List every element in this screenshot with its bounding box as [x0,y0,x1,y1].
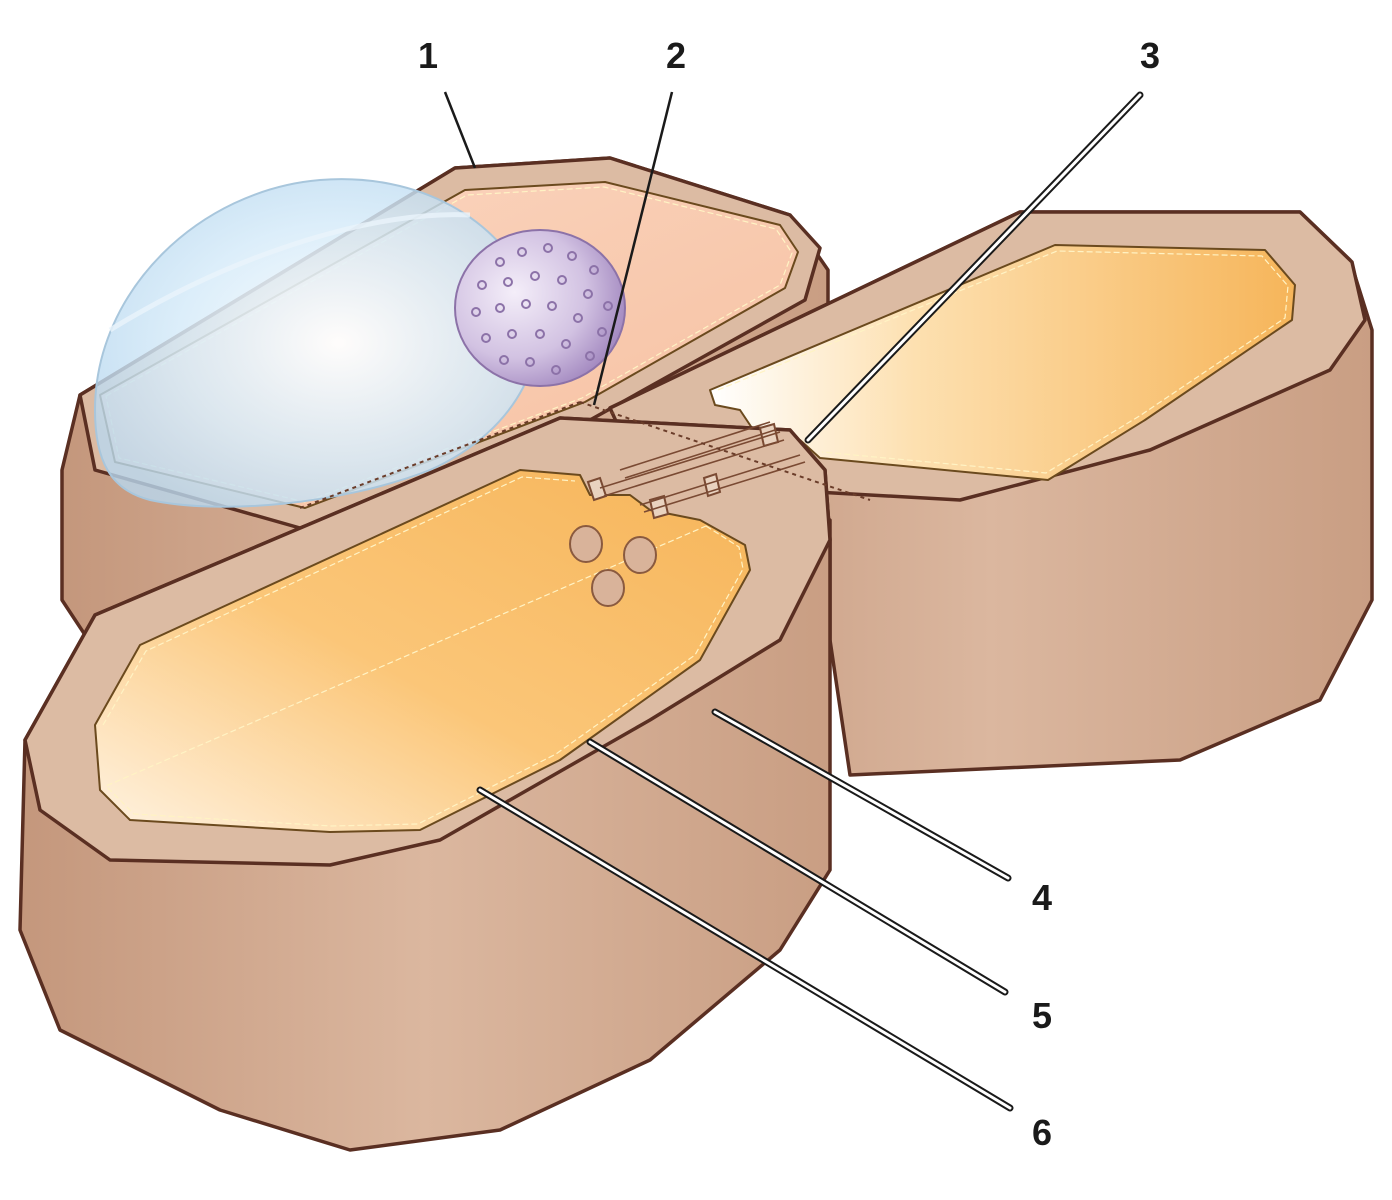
leader-line-4 [711,708,1012,882]
front-cell [18,416,832,1152]
callout-label-6: 6 [1032,1112,1052,1153]
callout-leaders [443,91,1144,1112]
callout-label-3: 3 [1140,35,1160,76]
leader-line-2 [592,91,674,406]
leader-line-6 [476,786,1014,1112]
nucleus [454,229,626,387]
leader-line-1 [443,91,477,169]
vesicles [569,525,657,607]
callout-label-1: 1 [418,35,438,76]
back-left-cell [60,156,830,662]
callout-label-5: 5 [1032,995,1052,1036]
right-cell [608,210,1374,777]
right-cell-cytoplasm [710,245,1295,480]
plasmodesmata [299,401,871,520]
callout-label-2: 2 [666,35,686,76]
leader-line-3 [804,91,1144,444]
callout-numbers: 1 2 3 4 5 6 [418,35,1160,1153]
callout-label-4: 4 [1032,877,1052,918]
leader-line-5 [586,738,1009,996]
